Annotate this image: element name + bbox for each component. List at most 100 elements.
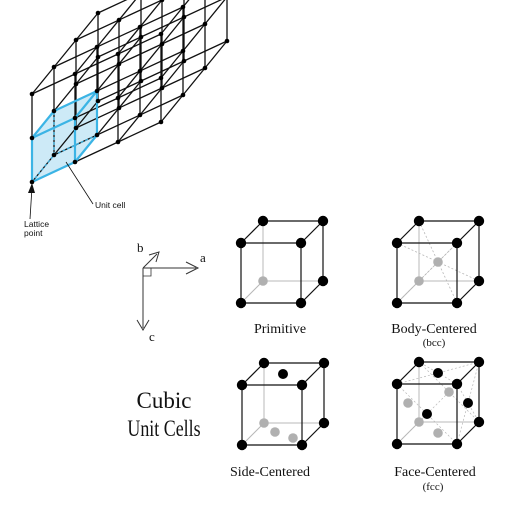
lattice-point xyxy=(180,48,186,54)
corner-atom xyxy=(296,379,308,391)
lattice-point xyxy=(158,31,164,37)
corner-atom xyxy=(318,357,330,369)
face-center-atom xyxy=(422,409,432,419)
lattice-point xyxy=(224,38,230,44)
face-centered-label: Face-Centered xyxy=(394,465,476,480)
lattice-point xyxy=(138,34,144,40)
lattice-point-label-line1: Lattice xyxy=(24,219,49,229)
primitive-cell xyxy=(235,215,329,309)
body-center-atom xyxy=(433,257,443,267)
corner-atom xyxy=(451,378,463,390)
lattice-point xyxy=(159,0,165,3)
lattice-point xyxy=(202,65,208,71)
corner-atom xyxy=(236,379,248,391)
lattice-point xyxy=(180,92,186,98)
lattice-point xyxy=(137,112,143,118)
corner-atom xyxy=(413,356,425,368)
face-center-atom xyxy=(463,398,473,408)
axes-diagram xyxy=(136,251,200,331)
lattice-point xyxy=(72,159,78,165)
lattice-line xyxy=(117,16,185,99)
lattice-point xyxy=(159,85,165,91)
lattice-point xyxy=(29,91,35,97)
lattice-point xyxy=(137,68,143,74)
lattice-point xyxy=(115,51,121,57)
unit-cell-edge xyxy=(53,90,98,112)
corner-atom xyxy=(236,439,248,451)
hidden-corner-atom xyxy=(259,418,269,428)
unit-cell-edge xyxy=(31,110,55,139)
corner-atom xyxy=(473,275,485,287)
corner-atom xyxy=(391,237,403,249)
lattice-line xyxy=(160,0,226,79)
corner-atom xyxy=(391,438,403,450)
lattice-point xyxy=(29,135,35,141)
body-centered-abbrev: (bcc) xyxy=(423,337,446,349)
hidden-face-atom xyxy=(444,387,454,397)
corner-atom xyxy=(451,438,463,450)
title-line1: Cubic xyxy=(137,388,192,413)
corner-atom xyxy=(391,297,403,309)
lattice-point xyxy=(51,152,57,158)
lattice-point xyxy=(116,17,122,23)
side-centered-label: Side-Centered xyxy=(230,465,310,480)
lattice-point xyxy=(137,24,143,30)
lattice-point xyxy=(95,10,101,16)
lattice-point xyxy=(180,4,186,10)
hidden-corner-atom xyxy=(414,276,424,286)
lattice-point xyxy=(72,115,78,121)
corner-atom xyxy=(451,297,463,309)
lattice-point xyxy=(158,119,164,125)
lattice-point xyxy=(51,108,57,114)
lattice-point xyxy=(116,105,122,111)
lattice-point xyxy=(159,41,165,47)
lattice-point xyxy=(51,64,57,70)
title-line2: Unit Cells xyxy=(127,417,200,442)
face-centered-cell xyxy=(391,356,485,450)
lattice-point xyxy=(181,14,187,20)
corner-atom xyxy=(295,297,307,309)
primitive-label: Primitive xyxy=(254,322,306,337)
lattice-point-label-line2: point xyxy=(24,228,43,238)
corner-atom xyxy=(235,237,247,249)
side-centered-cell xyxy=(236,357,330,451)
unit-cell-edge xyxy=(74,90,98,119)
unit-cell-edge xyxy=(74,134,98,163)
lattice-point-arrowhead xyxy=(28,183,35,193)
lattice-point xyxy=(29,179,35,185)
unit-cell-label: Unit cell xyxy=(95,200,125,210)
lattice-point xyxy=(158,75,164,81)
unit-cell-edge xyxy=(31,154,55,183)
hidden-face-atom xyxy=(270,427,280,437)
lattice-point xyxy=(94,88,100,94)
lattice-point xyxy=(72,71,78,77)
face-center-atom xyxy=(278,369,288,379)
hidden-corner-atom xyxy=(414,417,424,427)
lattice-point xyxy=(181,58,187,64)
corner-atom xyxy=(296,439,308,451)
corner-atom xyxy=(473,215,485,227)
unit-cell-face xyxy=(32,91,97,138)
corner-atom xyxy=(235,297,247,309)
lattice-point xyxy=(116,61,122,67)
lattice-point xyxy=(73,81,79,87)
lattice-line xyxy=(160,40,228,123)
corner-atom xyxy=(295,237,307,249)
lattice-line xyxy=(74,0,137,75)
corner-atom xyxy=(473,356,485,368)
hidden-corner-atom xyxy=(258,276,268,286)
axis-b-label: b xyxy=(137,240,144,255)
corner-atom xyxy=(473,416,485,428)
lattice-point xyxy=(115,95,121,101)
hidden-face-atom xyxy=(288,433,298,443)
lattice-point xyxy=(94,132,100,138)
axis-a-label: a xyxy=(200,250,206,265)
face-center-atom xyxy=(433,368,443,378)
lattice-line xyxy=(31,12,99,95)
lattice-point xyxy=(95,54,101,60)
lattice-point xyxy=(94,44,100,50)
lattice-point xyxy=(202,21,208,27)
corner-atom xyxy=(317,215,329,227)
corner-atom xyxy=(258,357,270,369)
